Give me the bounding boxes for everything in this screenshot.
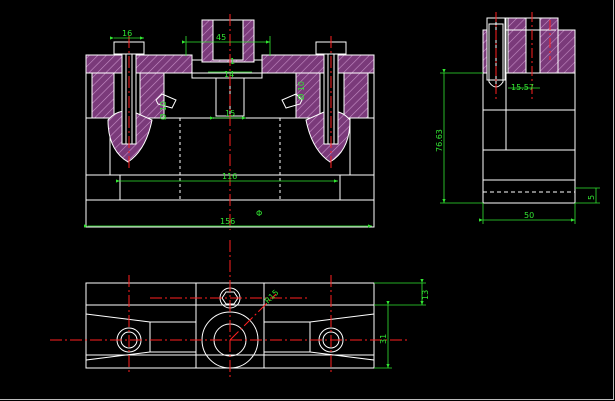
hatch-right-top [261, 54, 375, 74]
dim-side-width: 50 [524, 211, 534, 220]
dim-side-hole: Ø 10 [158, 101, 168, 120]
dim-bottom-mark: Φ [256, 209, 262, 218]
top-dimensions [374, 279, 426, 369]
dim-center-hole: 15 [225, 109, 235, 118]
hatch-left-top [85, 54, 193, 74]
dim-overall-width: 156 [220, 217, 235, 226]
dim-upper-offset: 13 [421, 290, 430, 300]
dim-side-hole-right: Ø 10 [296, 81, 306, 100]
dim-small-mark: 1 [230, 57, 235, 66]
hatch-right-side [295, 72, 321, 119]
hatch-right-side2 [343, 72, 369, 119]
front-dimension-labels: 16 45 1 14 15 116 156 Ø 10 Ø 10 Φ [122, 29, 306, 226]
side-centerlines [495, 12, 551, 100]
dim-center-gap: 14 [224, 70, 234, 79]
front-centerlines [128, 14, 332, 230]
hatch-left-side [91, 72, 115, 119]
dim-base-thickness: 5 [587, 195, 596, 200]
top-centerlines [50, 240, 410, 380]
front-dimensions [84, 36, 372, 228]
dim-lower-offset: 31 [379, 334, 388, 344]
top-dimension-labels: R15 13 31 [263, 288, 430, 344]
dim-top-width: 16 [122, 29, 132, 38]
dim-offset: 15.57 [511, 83, 534, 92]
dim-slot-width: 45 [216, 33, 226, 42]
side-dimension-labels: 15.57 76.63 5 50 [435, 83, 596, 220]
side-view [482, 17, 576, 204]
dim-radius: R15 [263, 288, 281, 306]
dim-height: 76.63 [435, 129, 444, 152]
dim-inner-width: 116 [222, 172, 237, 181]
side-dimensions [440, 69, 600, 224]
